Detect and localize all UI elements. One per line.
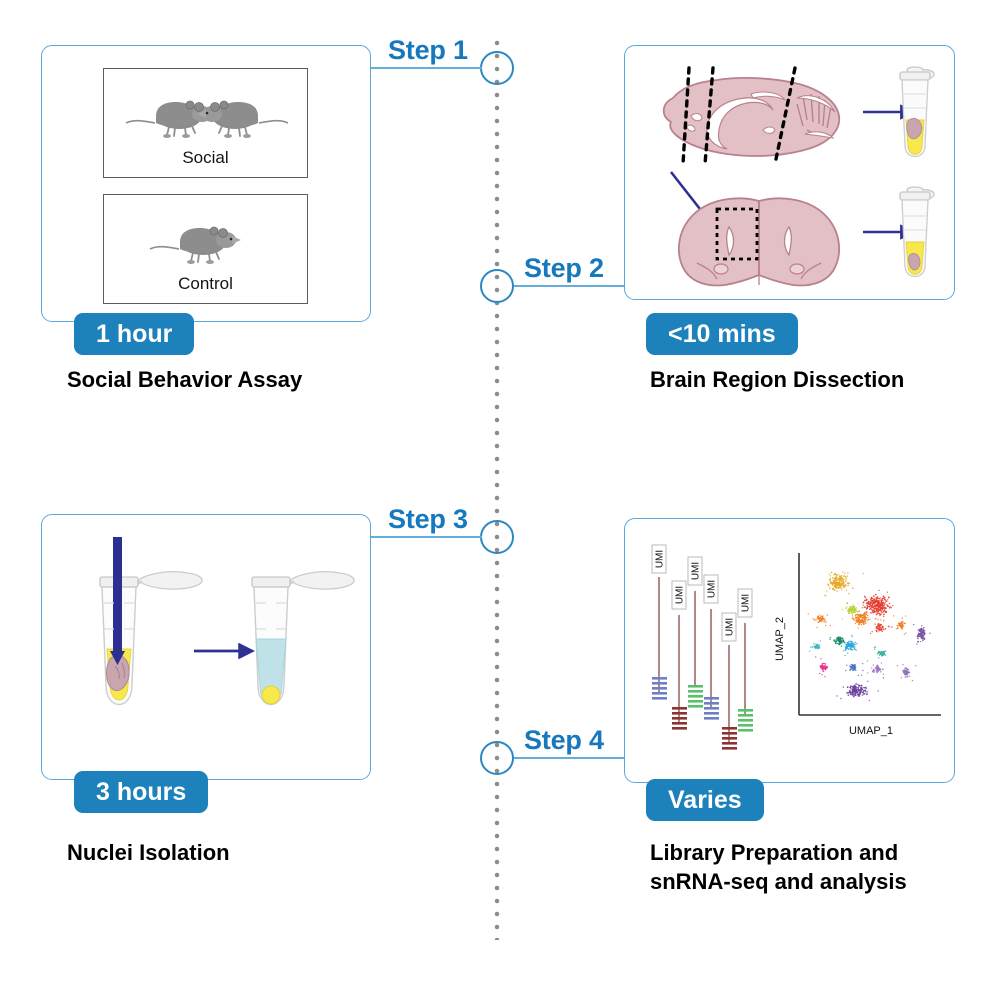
mouse-illustration-social xyxy=(125,100,289,138)
step-label-2: Step 2 xyxy=(524,253,604,283)
coronal-brain-section-icon xyxy=(678,197,840,287)
sagittal-brain-icon xyxy=(662,66,841,166)
step3-caption: Nuclei Isolation xyxy=(67,840,230,865)
tube-with-nuclei-suspension-icon xyxy=(251,571,355,705)
arena-control: Control xyxy=(103,194,308,304)
arena-label-control: Control xyxy=(178,274,233,293)
umi-tag-label: UMI xyxy=(707,580,718,598)
collection-tube-top-icon xyxy=(899,66,935,158)
step1-caption: Social Behavior Assay xyxy=(67,367,303,392)
umi-tag-label: UMI xyxy=(655,550,666,568)
umap-plot: UMAP_2 UMAP_1 xyxy=(765,547,945,747)
tube-with-tissue-icon xyxy=(99,537,203,705)
timeline-dotted-line xyxy=(494,40,500,940)
step3-card[interactable] xyxy=(41,514,371,780)
timeline-node-step3[interactable] xyxy=(480,520,514,554)
timeline-node-step1[interactable] xyxy=(480,51,514,85)
step1-duration-pill: 1 hour xyxy=(74,313,195,355)
step2-duration-pill: <10 mins xyxy=(646,313,798,355)
step4-card[interactable]: UMI UMI UMI UMI UMI xyxy=(624,518,955,783)
umi-tag-label: UMI xyxy=(741,594,752,612)
arrow-isolation-icon xyxy=(194,643,256,659)
step-label-1: Step 1 xyxy=(388,35,468,65)
timeline-node-step2[interactable] xyxy=(480,269,514,303)
arena-label-social: Social xyxy=(182,148,229,167)
umap-scatter-canvas: UMAP_2 UMAP_1 xyxy=(774,553,941,737)
step1-card[interactable]: Social Control xyxy=(41,45,371,322)
connector-step1 xyxy=(370,67,482,69)
connector-step2 xyxy=(514,285,624,287)
umi-tag-label: UMI xyxy=(691,562,702,580)
umap-x-axis-label: UMAP_1 xyxy=(849,725,893,737)
collection-tube-bottom-icon xyxy=(899,186,935,278)
umap-y-axis-label: UMAP_2 xyxy=(774,617,786,661)
connector-step3 xyxy=(370,536,482,538)
umi-tag-label: UMI xyxy=(725,618,736,636)
connector-step4 xyxy=(514,757,624,759)
step2-card[interactable] xyxy=(624,45,955,300)
step4-duration-pill: Varies xyxy=(646,779,764,821)
arena-social: Social xyxy=(103,68,308,178)
umi-tag-label: UMI xyxy=(675,586,686,604)
step-label-4: Step 4 xyxy=(524,725,604,755)
step-label-3: Step 3 xyxy=(388,504,468,534)
step3-duration-pill: 3 hours xyxy=(74,771,209,813)
step4-caption: Library Preparation and snRNA-seq and an… xyxy=(650,840,907,894)
mouse-illustration-control xyxy=(149,226,241,264)
umi-library-fragments-icon: UMI UMI UMI UMI UMI xyxy=(651,544,753,750)
timeline-node-step4[interactable] xyxy=(480,741,514,775)
step2-caption: Brain Region Dissection xyxy=(650,367,905,392)
